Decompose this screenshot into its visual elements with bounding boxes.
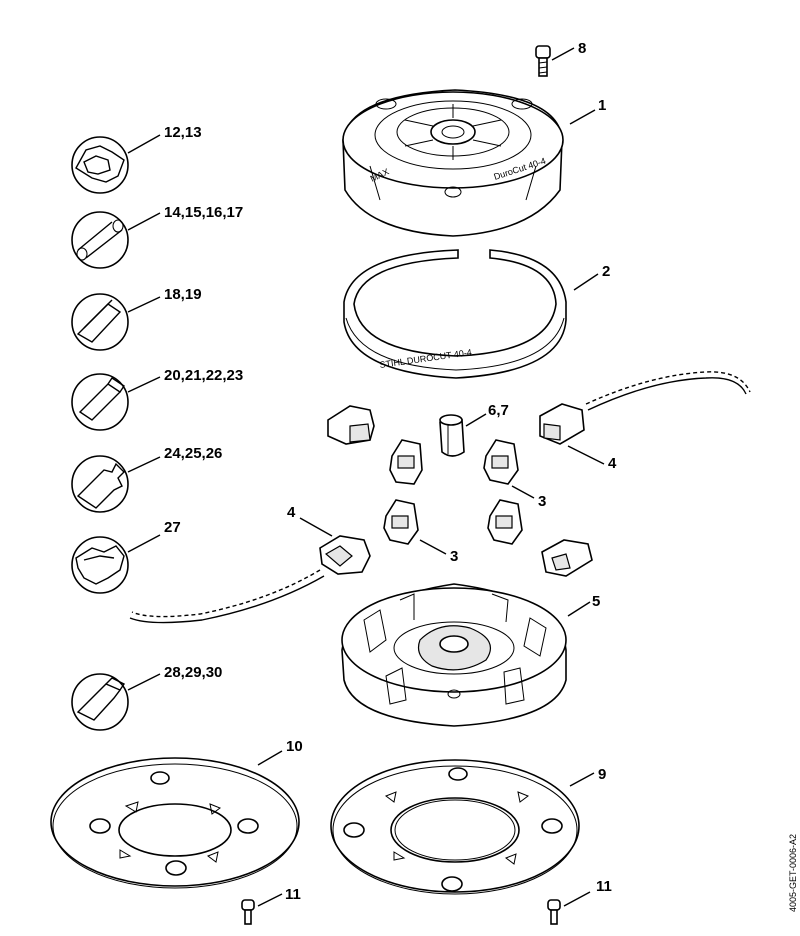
part-11-screw-right[interactable] (547, 891, 591, 925)
label-11-left: 11 (285, 886, 301, 903)
part-4-wedge-mid-right[interactable] (541, 539, 593, 577)
label-4-left: 4 (287, 504, 296, 521)
label-27: 27 (164, 519, 181, 536)
part-11-screw-left[interactable] (241, 893, 283, 925)
label-14-17: 14,15,16,17 (164, 204, 243, 221)
label-6-7: 6,7 (488, 402, 509, 419)
label-3-lower: 3 (450, 548, 458, 565)
label-24-26: 24,25,26 (164, 445, 222, 462)
label-9: 9 (598, 766, 606, 783)
line-profile-icon-20-23[interactable] (71, 373, 161, 431)
label-8: 8 (578, 40, 586, 57)
label-11-right: 11 (596, 878, 612, 895)
plate-10-bosses (89, 771, 259, 876)
part-3-clip-bottom-right[interactable] (487, 499, 523, 545)
part-4-wedge-top-left[interactable] (327, 405, 375, 445)
drawing-id: 4005-GET-0006-A2 (788, 834, 798, 912)
part-4-wedge-top-right[interactable] (539, 403, 605, 465)
part-8-screw[interactable] (535, 45, 575, 77)
label-20-23: 20,21,22,23 (164, 367, 243, 384)
label-28-30: 28,29,30 (164, 664, 222, 681)
plate-9-bosses (343, 767, 563, 892)
line-profile-icon-14-17[interactable] (71, 211, 161, 269)
label-5: 5 (592, 593, 600, 610)
line-profile-icon-18-19[interactable] (71, 293, 161, 351)
label-10: 10 (286, 738, 303, 755)
part-3-clip-bottom-left[interactable] (383, 499, 447, 555)
label-2: 2 (602, 263, 610, 280)
label-4-right: 4 (608, 455, 617, 472)
label-12-13: 12,13 (164, 124, 202, 141)
part-3-clip-top-right[interactable] (483, 439, 535, 499)
line-profile-icon-12-13[interactable] (71, 134, 161, 194)
line-profile-icon-27[interactable] (71, 534, 161, 594)
part-3-clip-top-left[interactable] (389, 439, 423, 485)
label-1: 1 (598, 97, 606, 114)
label-18-19: 18,19 (164, 286, 202, 303)
line-profile-icon-24-26[interactable] (71, 455, 161, 513)
label-3-upper: 3 (538, 493, 546, 510)
part-10-plate[interactable] (50, 750, 300, 889)
part-2-band[interactable]: STIHL DUROCUT 40-4 (343, 249, 599, 379)
trimmer-line-lower[interactable] (129, 569, 325, 624)
line-profile-icon-28-30[interactable] (71, 673, 161, 731)
part-4-wedge-mid-left[interactable] (299, 517, 371, 575)
part-1-cap[interactable]: MAX DuroCut 40-4 (342, 89, 596, 237)
part-9-plate[interactable] (330, 759, 595, 895)
trimmer-line-upper[interactable] (585, 371, 751, 411)
part-6-7-nut[interactable] (439, 413, 487, 457)
part-5-housing[interactable] (341, 583, 591, 727)
